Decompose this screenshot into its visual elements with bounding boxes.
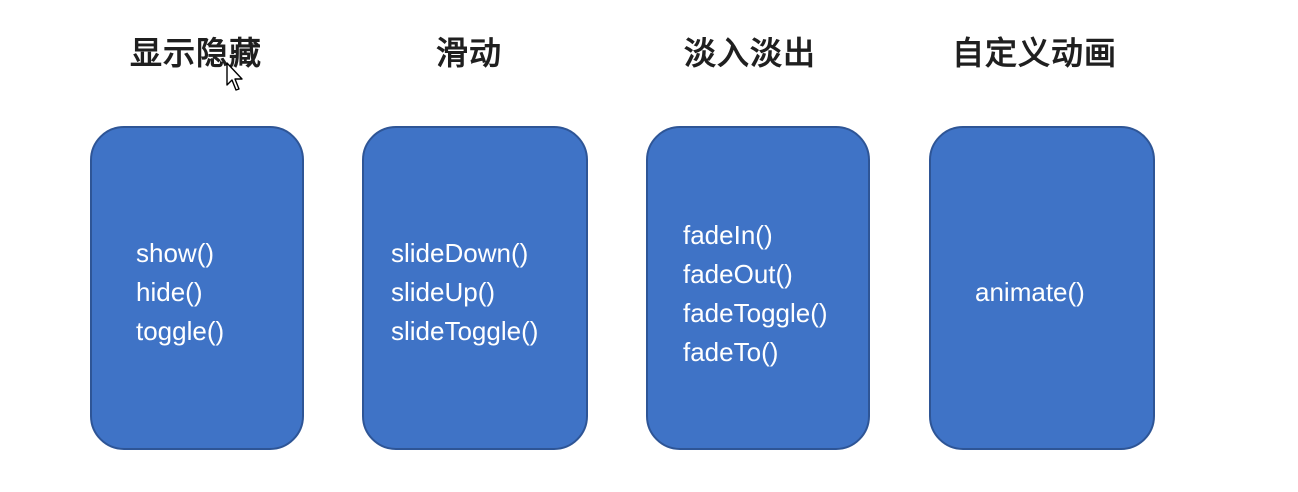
method-fadein: fadeIn(): [683, 220, 773, 250]
card-slide: slideDown() slideUp() slideToggle(): [362, 126, 588, 450]
method-hide: hide(): [136, 277, 203, 307]
method-show: show(): [136, 238, 215, 268]
method-list-show-hide: show() hide() toggle(): [136, 234, 224, 351]
method-slidetoggle: slideToggle(): [391, 316, 539, 346]
card-show-hide: show() hide() toggle(): [90, 126, 304, 450]
method-fadeto: fadeTo(): [683, 337, 779, 367]
card-custom-animation: animate(): [929, 126, 1155, 450]
method-list-fade: fadeIn() fadeOut() fadeToggle() fadeTo(): [683, 216, 828, 372]
heading-slide: 滑动: [436, 34, 503, 72]
card-fade: fadeIn() fadeOut() fadeToggle() fadeTo(): [646, 126, 870, 450]
heading-fade: 淡入淡出: [684, 34, 817, 72]
method-list-custom-animation: animate(): [975, 273, 1085, 312]
method-list-slide: slideDown() slideUp() slideToggle(): [391, 234, 538, 351]
method-slideup: slideUp(): [391, 277, 496, 307]
method-toggle: toggle(): [136, 316, 225, 346]
method-fadetoggle: fadeToggle(): [683, 298, 828, 328]
heading-show-hide: 显示隐藏: [130, 34, 263, 72]
heading-custom-animation: 自定义动画: [952, 34, 1118, 72]
method-slidedown: slideDown(): [391, 238, 529, 268]
method-animate: animate(): [975, 277, 1085, 307]
method-fadeout: fadeOut(): [683, 259, 793, 289]
mouse-pointer-icon: [226, 62, 243, 91]
